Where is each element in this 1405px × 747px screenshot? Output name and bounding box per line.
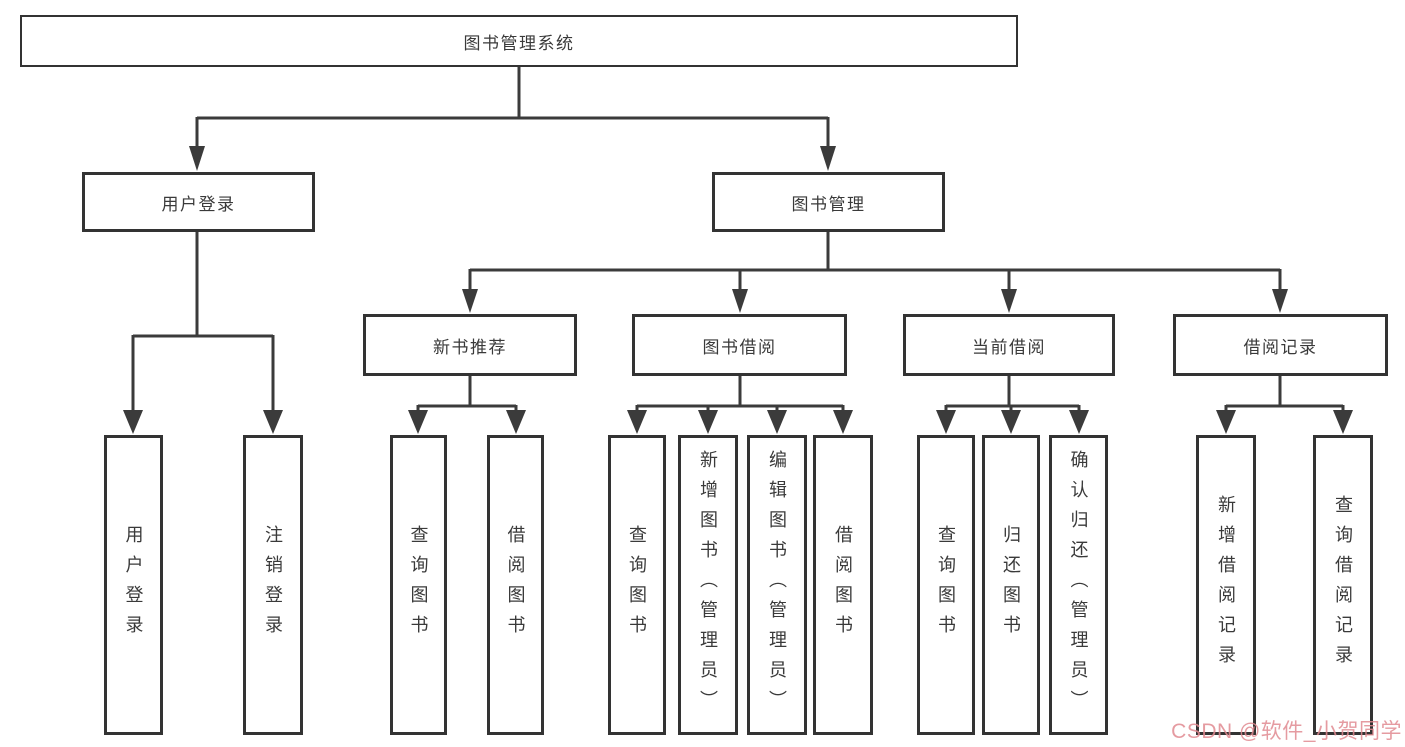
leaf-return-books: 归还图书 — [982, 435, 1040, 735]
leaf-query-books-recommend: 查询图书 — [390, 435, 447, 735]
arrowheads — [123, 146, 1353, 434]
node-library-system: 图书管理系统 — [20, 15, 1018, 67]
leaf-borrow-books-recommend: 借阅图书 — [487, 435, 544, 735]
node-book-management-branch: 图书管理 — [712, 172, 945, 232]
connector-paths — [131, 67, 1345, 412]
node-current-borrowing: 当前借阅 — [903, 314, 1115, 376]
node-borrowing-records: 借阅记录 — [1173, 314, 1388, 376]
node-book-borrowing: 图书借阅 — [632, 314, 847, 376]
watermark-text: CSDN @软件_小贺同学 — [1171, 720, 1402, 743]
leaf-edit-books-admin: 编辑图书（管理员） — [747, 435, 807, 735]
leaf-add-books-admin: 新增图书（管理员） — [678, 435, 738, 735]
leaf-borrow-books-borrowing: 借阅图书 — [813, 435, 873, 735]
leaf-query-borrow-record: 查询借阅记录 — [1313, 435, 1373, 735]
leaf-query-books-borrowing: 查询图书 — [608, 435, 666, 735]
leaf-logout: 注销登录 — [243, 435, 303, 735]
leaf-query-books-current: 查询图书 — [917, 435, 975, 735]
node-user-login-branch: 用户登录 — [82, 172, 315, 232]
leaf-user-login: 用户登录 — [104, 435, 163, 735]
leaf-confirm-return-admin: 确认归还（管理员） — [1049, 435, 1108, 735]
node-new-book-recommendation: 新书推荐 — [363, 314, 577, 376]
leaf-add-borrow-record: 新增借阅记录 — [1196, 435, 1256, 735]
